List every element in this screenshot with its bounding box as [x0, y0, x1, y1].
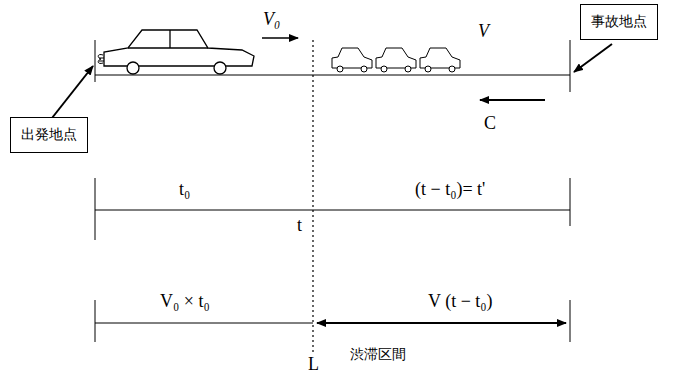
- diagram-label: (t − t₀)= t': [413, 180, 487, 200]
- diagram-label: V₀ × t₀: [158, 292, 212, 312]
- jam-cars: [332, 48, 460, 72]
- place-box: 出発地点: [10, 117, 88, 153]
- diagram-label: V (t − t₀): [426, 292, 495, 312]
- diagram-label: t: [295, 216, 304, 236]
- diagram-label: 渋滞区間: [348, 347, 408, 362]
- car-icon: [104, 30, 254, 74]
- diagram-label: V: [476, 22, 491, 42]
- place-box: 事故地点: [580, 4, 658, 40]
- diagram-label: C: [482, 114, 498, 134]
- place-name: 出発地点: [21, 126, 77, 144]
- diagram-label: V₀: [261, 10, 282, 30]
- diagram-label: L: [306, 355, 321, 375]
- place-name: 事故地点: [591, 13, 647, 31]
- diagram-label: t₀: [177, 180, 192, 200]
